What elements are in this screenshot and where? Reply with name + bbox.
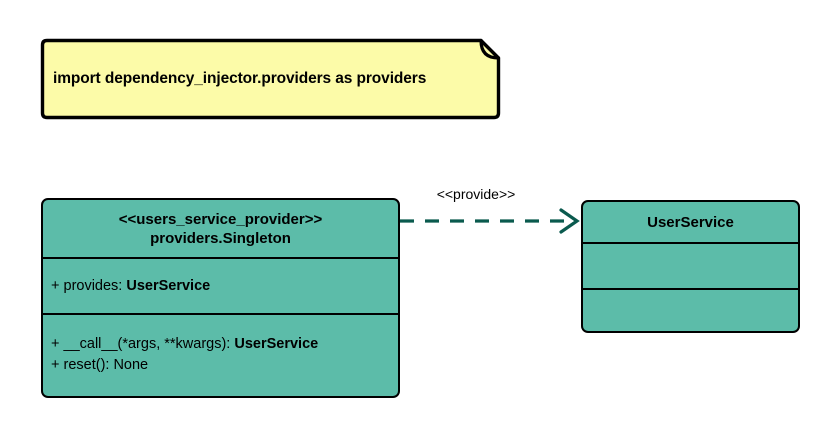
class-box-userservice[interactable]: UserService [581, 200, 800, 333]
dependency-label: <<provide>> [436, 186, 516, 202]
method-visibility: + [51, 336, 60, 352]
class-methods-compartment: + __call__(*args, **kwargs): UserService… [43, 313, 398, 395]
import-note[interactable]: import dependency_injector.providers as … [40, 38, 501, 120]
attribute-type: UserService [126, 277, 211, 294]
dependency-arrow-icon [400, 208, 580, 234]
class-title-compartment: <<users_service_provider>> providers.Sin… [43, 200, 398, 257]
class-stereotype: <<users_service_provider>> [118, 210, 323, 228]
class-methods-compartment [583, 288, 798, 330]
attribute-visibility: + [51, 277, 60, 294]
note-shape-icon [40, 38, 501, 120]
method-signature: __call__(*args, **kwargs): [63, 336, 235, 352]
attribute-signature: provides: [63, 277, 127, 294]
method-row: + __call__(*args, **kwargs): UserService [51, 334, 398, 355]
note-text: import dependency_injector.providers as … [53, 70, 427, 87]
class-name: UserService [647, 213, 734, 231]
class-attributes-compartment [583, 242, 798, 288]
method-row: + reset(): None [51, 355, 398, 376]
dependency-connector[interactable]: <<provide>> [396, 186, 586, 236]
attribute-row: + provides: UserService [51, 276, 398, 297]
class-box-providers-singleton[interactable]: <<users_service_provider>> providers.Sin… [41, 198, 400, 398]
class-name: providers.Singleton [150, 229, 291, 247]
class-title-compartment: UserService [583, 202, 798, 242]
method-return-type: UserService [234, 336, 319, 352]
class-attributes-compartment: + provides: UserService [43, 257, 398, 313]
method-visibility: + [51, 357, 60, 373]
method-signature: reset(): None [63, 357, 149, 373]
